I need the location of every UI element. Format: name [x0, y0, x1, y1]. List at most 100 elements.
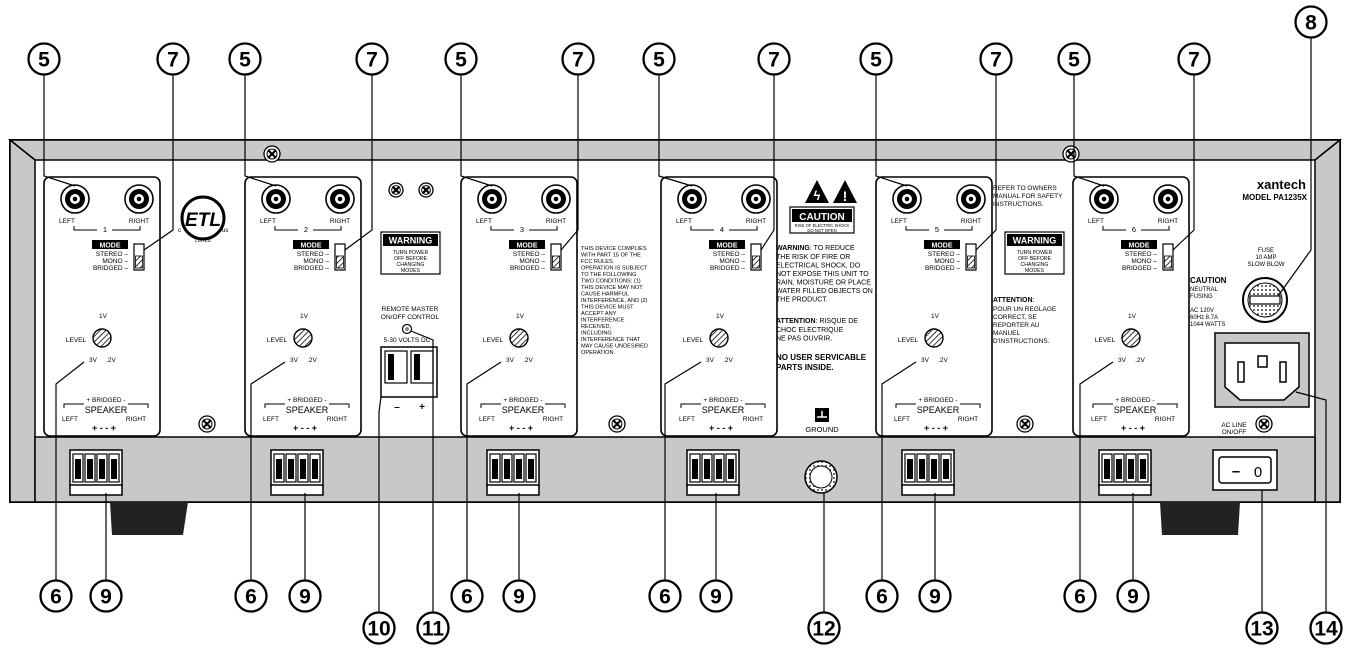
callout-top-5: 5 [1057, 42, 1091, 76]
callout-number: 11 [422, 618, 445, 641]
mode-switch-2[interactable] [334, 243, 346, 271]
right-rca-jack-1[interactable] [124, 184, 154, 214]
level-knob-1[interactable] [92, 328, 112, 348]
level-label: LEVEL [683, 337, 704, 344]
speaker-connector-5[interactable] [901, 449, 955, 496]
model-number: MODEL PA1235X [1242, 193, 1307, 202]
no-user-line: PARTS INSIDE. [776, 363, 834, 372]
attention2-line: CORRECT, SE [993, 314, 1037, 321]
svg-text:0: 0 [1254, 464, 1262, 481]
right-label: RIGHT [961, 218, 981, 225]
right-rca-jack-4[interactable] [741, 184, 771, 214]
mode-switch-6[interactable] [1162, 243, 1174, 271]
speaker-right-label: RIGHT [327, 416, 347, 423]
level-knob-4[interactable] [709, 328, 729, 348]
leader-line [975, 74, 997, 251]
speaker-label: SPEAKER [85, 405, 128, 415]
leader-line [466, 361, 502, 581]
callout-top-7: 7 [355, 42, 389, 76]
leader-line [250, 361, 286, 581]
attention2-line: D'INSTRUCTIONS. [993, 338, 1050, 345]
bridged-label: BRIDGED – [294, 265, 329, 272]
attention2-line: POUR UN REGLAGE [993, 306, 1057, 313]
screw-icon [1255, 415, 1273, 433]
bridged-label: BRIDGED – [925, 265, 960, 272]
left-rca-jack-1[interactable] [60, 184, 90, 214]
polarity-label: + - - + [92, 423, 116, 433]
mode-label: MODE [301, 243, 322, 250]
left-rca-jack-4[interactable] [677, 184, 707, 214]
mono-label: MONO – [719, 258, 745, 265]
speaker-connector-3[interactable] [486, 449, 540, 496]
mode-switch-5[interactable] [965, 243, 977, 271]
callout-number: 9 [710, 586, 722, 609]
callout-bottom-9: 9 [699, 579, 733, 613]
leader-line [1073, 74, 1105, 187]
callout-number: 7 [366, 49, 378, 72]
speaker-connector-2[interactable] [270, 449, 324, 496]
ground-knob[interactable] [804, 460, 838, 494]
left-rca-jack-2[interactable] [261, 184, 291, 214]
right-label: RIGHT [1158, 218, 1178, 225]
warning-line: WARNING: TO REDUCE [776, 245, 855, 252]
channel-number: 3 [520, 225, 524, 234]
level-knob-3[interactable] [509, 328, 529, 348]
level-knob-2[interactable] [293, 328, 313, 348]
fuse-holder[interactable] [1242, 277, 1288, 323]
level-knob-5[interactable] [924, 328, 944, 348]
right-rca-jack-2[interactable] [325, 184, 355, 214]
speaker-connector-6[interactable] [1098, 449, 1152, 496]
ac-power-switch[interactable]: – 0 [1212, 449, 1278, 491]
left-rca-jack-5[interactable] [892, 184, 922, 214]
level-1v: 1V [716, 313, 725, 320]
right-rca-jack-6[interactable] [1153, 184, 1183, 214]
warning-line: RAIN, MOISTURE OR PLACE [776, 280, 871, 287]
mode-switch-3[interactable] [550, 243, 562, 271]
callout-top-5: 5 [642, 42, 676, 76]
mode-switch-4[interactable] [750, 243, 762, 271]
svg-text:CAUTION: CAUTION [799, 212, 845, 223]
svg-text:RISK OF ELECTRIC SHOCK: RISK OF ELECTRIC SHOCK [795, 223, 850, 228]
bridged-label: BRIDGED – [510, 265, 545, 272]
left-label: LEFT [891, 218, 907, 225]
level-knob-6[interactable] [1121, 328, 1141, 348]
mode-switch-1[interactable] [133, 243, 145, 271]
callout-bottom-6: 6 [648, 579, 682, 613]
right-rca-jack-3[interactable] [541, 184, 571, 214]
left-rca-jack-3[interactable] [477, 184, 507, 214]
level-02v: .2V [723, 357, 733, 364]
bridged-label: BRIDGED – [93, 265, 128, 272]
level-02v: .2V [938, 357, 948, 364]
speaker-connector-4[interactable] [686, 449, 740, 496]
refer-line: MANUAL FOR SAFETY [993, 193, 1063, 200]
speaker-connector-1[interactable] [69, 449, 123, 496]
stereo-label: STEREO – [1125, 251, 1158, 258]
svg-text:us: us [222, 228, 228, 234]
callout-top-7: 7 [979, 42, 1013, 76]
speaker-label: SPEAKER [286, 405, 329, 415]
callout-number: 13 [1250, 618, 1273, 641]
level-3v: 3V [506, 357, 515, 364]
svg-text:AC LINE: AC LINE [1221, 422, 1247, 429]
callout-bottom-9: 9 [89, 579, 123, 613]
callout-number: 9 [929, 586, 941, 609]
caution-power-rating: 1044 WATTS [1190, 322, 1225, 328]
warning-line: ELECTRICAL SHOCK, DO [776, 263, 861, 270]
callout-bottom-9: 9 [918, 579, 952, 613]
fcc-line: TO THE FOLLOWING [581, 272, 636, 278]
right-rca-jack-5[interactable] [956, 184, 986, 214]
polarity-label: + - - + [509, 423, 533, 433]
callout-top-7: 7 [156, 42, 190, 76]
mono-label: MONO – [102, 258, 128, 265]
fuse-line: SLOW BLOW [1247, 262, 1284, 268]
callout-top-7: 7 [1177, 42, 1211, 76]
left-rca-jack-6[interactable] [1089, 184, 1119, 214]
speaker-right-label: RIGHT [958, 416, 978, 423]
brand-name: xantech [1257, 177, 1306, 192]
channel-number: 1 [103, 225, 107, 234]
mode-label: MODE [1129, 243, 1150, 250]
